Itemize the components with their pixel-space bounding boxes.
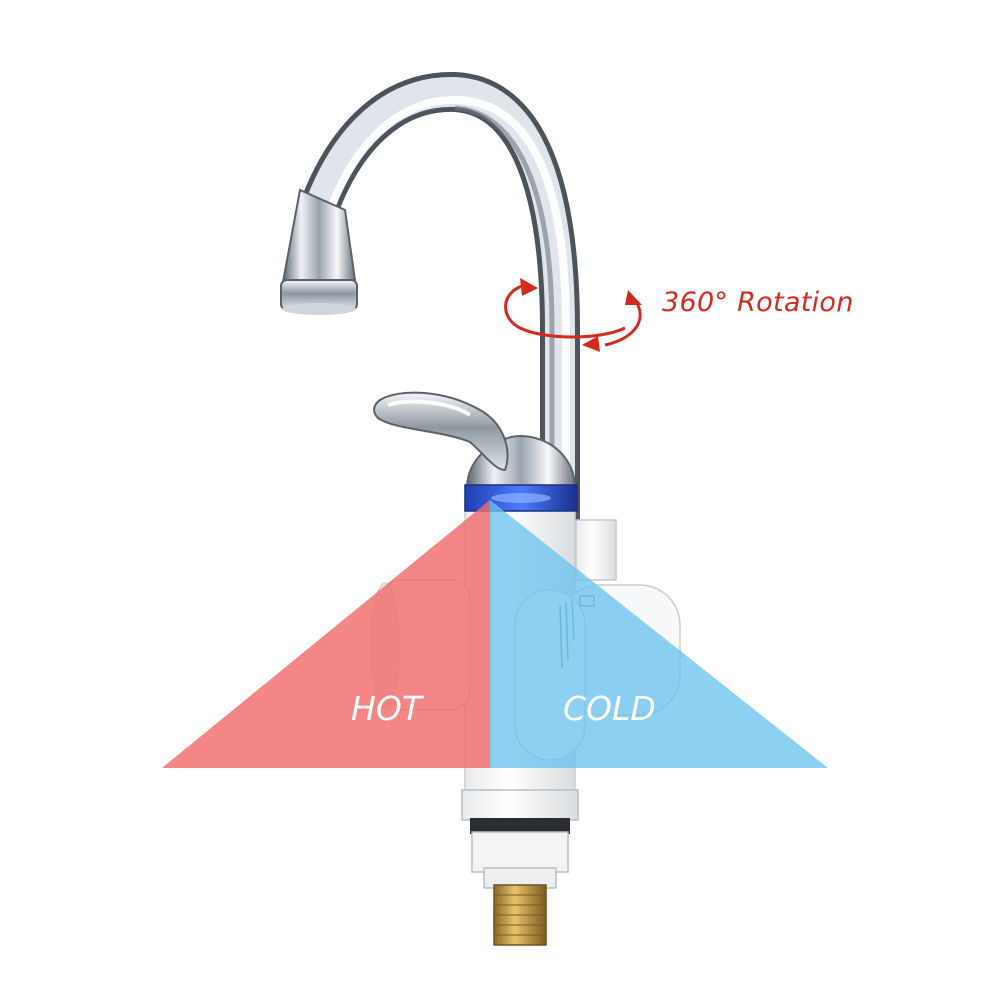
cold-label: COLD xyxy=(563,689,656,728)
hot-label: HOT xyxy=(351,689,422,728)
rotation-arrow-icon xyxy=(504,278,642,352)
hot-indicator-triangle xyxy=(162,500,490,768)
spout xyxy=(280,71,580,545)
handle-assembly xyxy=(373,391,578,512)
mounting-base xyxy=(461,789,579,946)
rotation-label: 360° Rotation xyxy=(662,287,854,318)
spout-collar xyxy=(575,519,617,581)
cold-indicator-triangle xyxy=(490,500,828,768)
